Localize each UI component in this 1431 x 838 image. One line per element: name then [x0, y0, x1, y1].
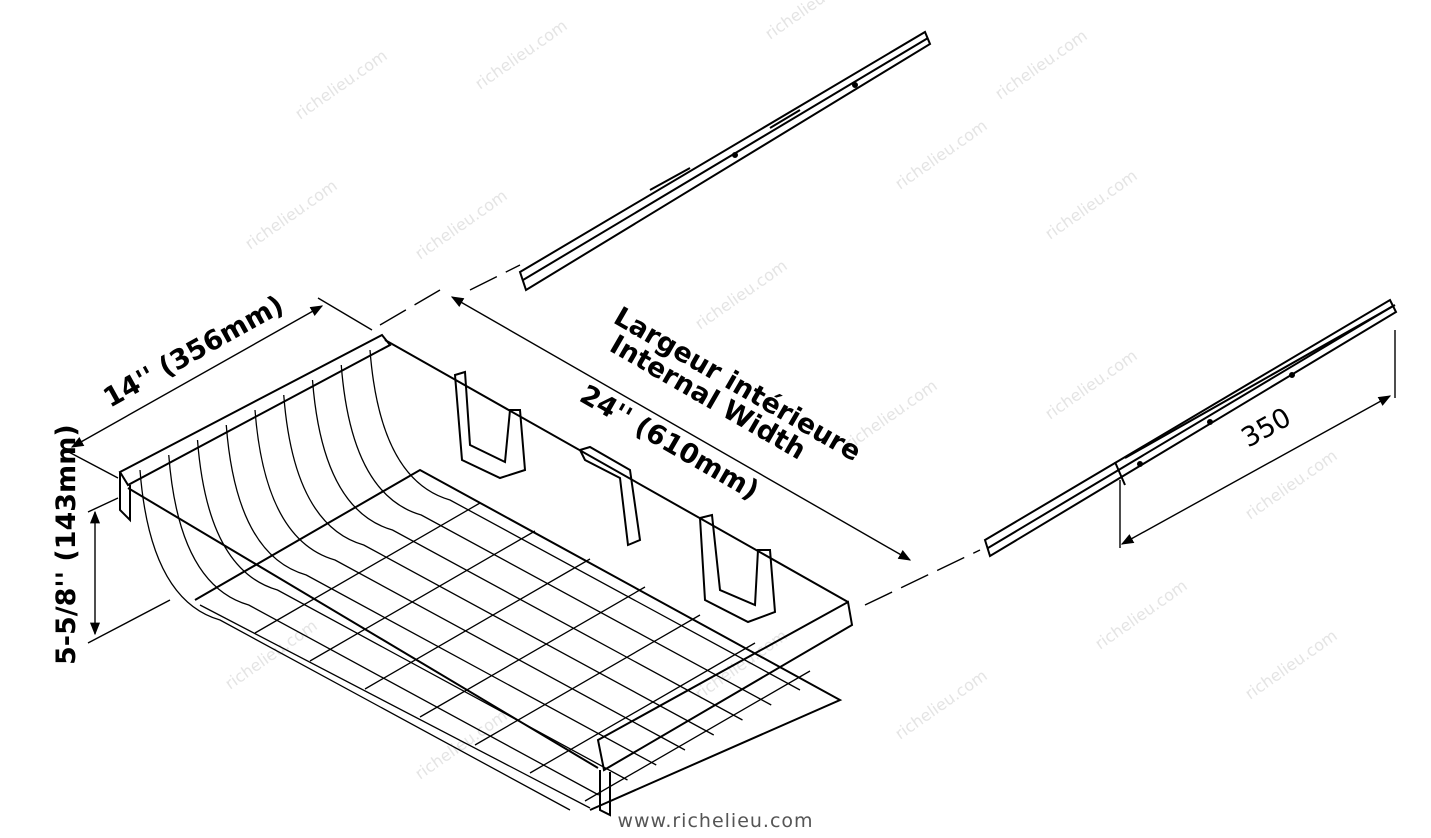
- basket-wire: [340, 364, 772, 706]
- watermark-text: richelieu.com: [761, 0, 860, 43]
- watermark-text: richelieu.com: [991, 26, 1090, 103]
- watermark-text: richelieu.com: [221, 616, 320, 693]
- height-dimension-label: 5-5/8'' (143mm): [51, 424, 82, 665]
- watermark-text: richelieu.com: [1041, 346, 1140, 423]
- watermark-text: richelieu.com: [1241, 626, 1340, 703]
- dimension-lines: [64, 264, 1396, 644]
- right-drawer-slide: [983, 298, 1398, 558]
- top-drawer-slide: [518, 30, 932, 292]
- basket-wire: [225, 424, 657, 766]
- basket-crosswire: [529, 642, 756, 774]
- basket-wire: [139, 469, 571, 811]
- watermark-text: richelieu.com: [411, 706, 510, 783]
- watermark-text: richelieu.com: [1041, 166, 1140, 243]
- watermark-text: richelieu.com: [1091, 576, 1190, 653]
- watermark-text: richelieu.com: [891, 666, 990, 743]
- watermark-text: richelieu.com: [1241, 446, 1340, 523]
- watermark-text: richelieu.com: [291, 46, 390, 123]
- depth-dimension-label: 14'' (356mm): [98, 290, 289, 414]
- footer-url: www.richelieu.com: [617, 810, 814, 832]
- basket-crosswire: [584, 670, 811, 802]
- basket-wire: [369, 349, 801, 691]
- basket-crosswire: [419, 586, 646, 718]
- basket-wire: [196, 439, 628, 781]
- basket-crosswire: [364, 558, 591, 690]
- watermark-text: richelieu.com: [241, 176, 340, 253]
- basket-wire: [168, 454, 600, 796]
- watermark-text: richelieu.com: [891, 116, 990, 193]
- watermark-text: richelieu.com: [471, 16, 570, 93]
- slide-length-label: 350: [1236, 402, 1296, 454]
- basket-crosswire: [254, 502, 481, 634]
- watermark-text: richelieu.com: [691, 256, 790, 333]
- basket-crosswire: [474, 614, 701, 746]
- watermark-text: richelieu.com: [411, 186, 510, 263]
